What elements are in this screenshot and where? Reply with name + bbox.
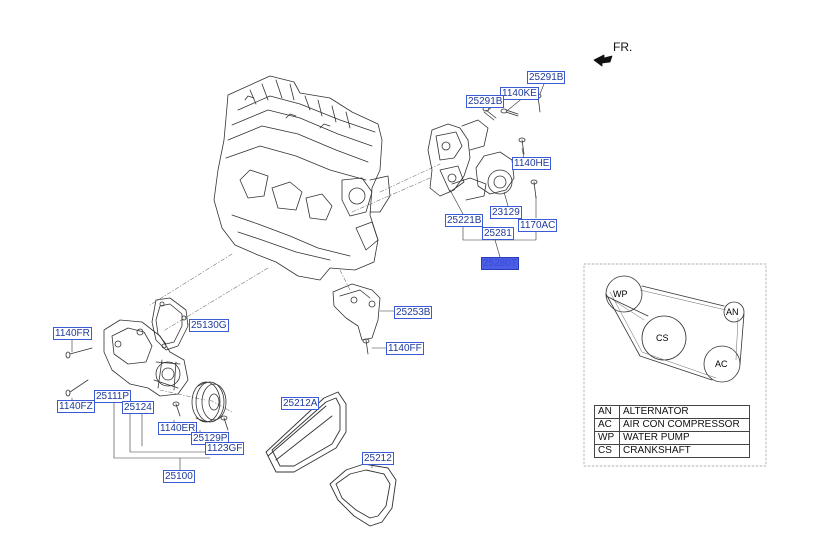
legend-name: ALTERNATOR	[619, 405, 750, 419]
pulley-label-cs: CS	[656, 333, 669, 343]
legend-abbr: WP	[594, 431, 620, 445]
legend-row: CS CRANKSHAFT	[594, 444, 750, 458]
gasket-drawing	[151, 297, 189, 351]
part-label-25291b-top[interactable]: 25291B	[527, 71, 566, 84]
legend-abbr: AN	[594, 405, 620, 419]
part-label-1140ff[interactable]: 1140FF	[386, 342, 424, 355]
part-label-25212a[interactable]: 25212A	[281, 397, 320, 410]
part-label-25130g[interactable]: 25130G	[189, 319, 229, 332]
pulley-label-ac: AC	[715, 359, 728, 369]
legend-abbr: AC	[594, 418, 620, 432]
part-label-25124[interactable]: 25124	[122, 401, 154, 414]
legend-name: AIR CON COMPRESSOR	[619, 418, 750, 432]
bracket-tensioner-drawing	[427, 93, 542, 201]
part-label-25253b[interactable]: 25253B	[394, 306, 433, 319]
legend-name: CRANKSHAFT	[619, 444, 750, 458]
water-pump-drawing	[65, 319, 229, 431]
abbreviation-legend: AN ALTERNATOR AC AIR CON COMPRESSOR WP W…	[594, 405, 750, 458]
part-label-1140er[interactable]: 1140ER	[158, 422, 198, 435]
part-label-25280t-text: 25280T	[483, 258, 517, 269]
part-label-23129[interactable]: 23129	[490, 206, 522, 219]
legend-row: WP WATER PUMP	[594, 431, 750, 445]
legend-name: WATER PUMP	[619, 431, 750, 445]
belt-routing-drawing	[605, 275, 745, 383]
pulley-label-an: AN	[726, 307, 739, 317]
part-label-25280t[interactable]: 25280T	[481, 257, 519, 270]
pulley-label-wp: WP	[613, 289, 628, 299]
mount-bracket-drawing	[332, 283, 381, 355]
part-label-25212[interactable]: 25212	[362, 452, 394, 465]
part-label-25291b[interactable]: 25291B	[466, 95, 505, 108]
engine-block-drawing	[213, 75, 391, 281]
part-label-25281[interactable]: 25281	[482, 227, 514, 240]
legend-row: AN ALTERNATOR	[594, 405, 750, 419]
part-label-25221b[interactable]: 25221B	[445, 214, 484, 227]
part-label-1140fz[interactable]: 1140FZ	[57, 400, 95, 413]
front-arrow-icon	[593, 54, 613, 67]
part-label-25111p[interactable]: 25111P	[94, 390, 131, 403]
part-label-1140he[interactable]: 1140HE	[512, 157, 552, 170]
part-label-1140fr[interactable]: 1140FR	[53, 327, 92, 340]
front-indicator: FR.	[613, 40, 633, 54]
part-label-1123gf[interactable]: 1123GF	[205, 442, 245, 455]
pump-pulley-drawing	[191, 381, 227, 423]
timing-belt-drawing	[329, 463, 397, 527]
part-label-25100[interactable]: 25100	[163, 470, 195, 483]
legend-abbr: CS	[594, 444, 620, 458]
part-label-1170ac[interactable]: 1170AC	[518, 219, 558, 232]
part-label-1140ke[interactable]: 1140KE	[500, 87, 539, 100]
legend-row: AC AIR CON COMPRESSOR	[594, 418, 750, 432]
drive-belt-drawing	[265, 391, 347, 473]
